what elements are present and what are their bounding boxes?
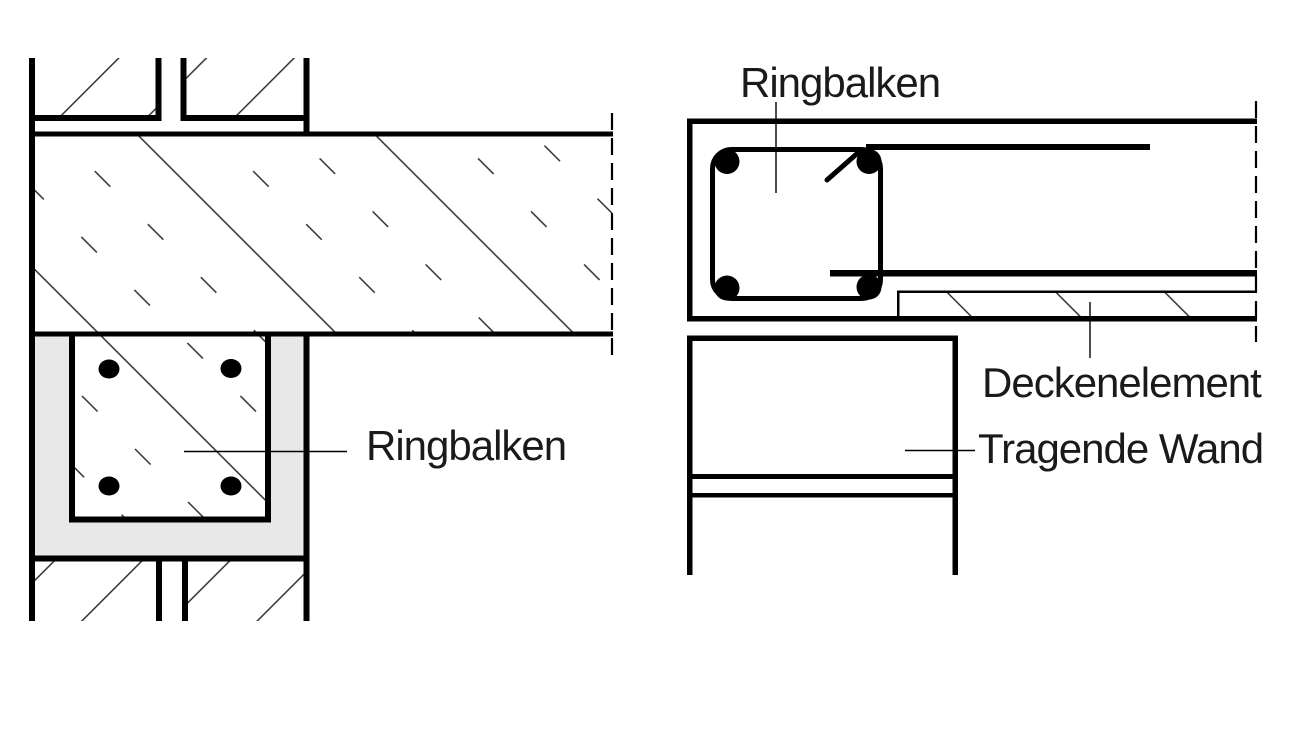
bottom-wall-left-hatch xyxy=(35,561,156,621)
bottom-wall-joint-right xyxy=(182,561,188,621)
beam-outline-bottom xyxy=(687,316,1257,322)
bottom-wall-right-hatch xyxy=(188,561,304,621)
label-deckenelement: Deckenelement xyxy=(982,359,1262,406)
slab-top-line xyxy=(29,131,613,137)
slab-hatch xyxy=(35,136,612,332)
floor-element-left-edge xyxy=(897,290,900,316)
beam-outline-top xyxy=(687,118,1257,124)
bottom-wall-joint-left xyxy=(156,561,162,621)
floor-element-top-line xyxy=(897,290,1257,293)
rebar-dot xyxy=(714,149,740,174)
wall-edge-right xyxy=(952,335,958,575)
rebar-dot xyxy=(220,476,242,496)
left-section-detail: Ringbalken xyxy=(29,58,614,621)
ring-beam-border-right xyxy=(265,336,271,523)
slab-bottom-line xyxy=(29,331,613,337)
floor-element-hatch xyxy=(899,293,1257,316)
stirrup xyxy=(710,147,883,301)
top-wall-bed-joint-right xyxy=(180,115,310,121)
outer-wall-edge-left xyxy=(29,58,35,621)
ring-beam-border-bottom xyxy=(69,516,271,523)
top-wall-edge-right xyxy=(303,58,310,136)
top-wall-bed-joint-left xyxy=(29,115,162,121)
label-ringbalken-left: Ringbalken xyxy=(366,422,566,469)
bottom-rebar-line xyxy=(830,270,1257,277)
stirrup-hook xyxy=(824,148,863,183)
wall-edge-left xyxy=(687,335,693,575)
label-tragende-wand: Tragende Wand xyxy=(978,425,1263,472)
top-wall-joint-left xyxy=(155,58,162,121)
top-wall-joint-right xyxy=(180,58,187,121)
top-wall-left-hatch xyxy=(35,58,156,115)
wall-top-line xyxy=(687,335,958,341)
wall-bed-joint-upper xyxy=(687,474,958,479)
ring-beam-border-left xyxy=(69,336,75,523)
rebar-dot xyxy=(856,149,882,174)
rebar-dot xyxy=(856,274,882,300)
mortar-pocket-bottom-line xyxy=(29,555,310,562)
outer-wall-edge-right xyxy=(303,336,310,621)
right-reinforcement-detail: Ringbalken Deckenelement Tragende Wand xyxy=(687,59,1264,575)
wall-bed-joint-lower xyxy=(687,493,958,498)
beam-outline-left xyxy=(687,118,693,322)
top-wall-right-hatch xyxy=(186,58,304,115)
rebar-dot xyxy=(98,476,120,496)
rebar-dot xyxy=(714,275,740,301)
top-rebar-line xyxy=(866,144,1150,150)
label-ringbalken-right: Ringbalken xyxy=(740,59,940,106)
rebar-dot xyxy=(98,359,120,379)
rebar-dot xyxy=(220,359,242,378)
